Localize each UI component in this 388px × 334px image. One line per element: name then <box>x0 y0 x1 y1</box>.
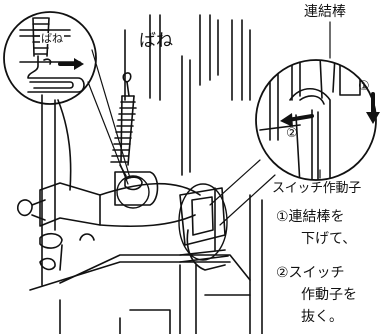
lever-arm <box>17 171 201 271</box>
switch-actuator-assembly <box>179 187 229 271</box>
rod-detail-callout <box>255 59 380 181</box>
step1-marker: ① <box>358 79 370 94</box>
switch-actuator-label: スイッチ作動子 <box>272 181 361 196</box>
instruction-step1-line2: 下げて、 <box>301 231 357 247</box>
connecting-rod-label: 連結棒 <box>304 4 346 20</box>
spring-label: ばね <box>139 31 173 51</box>
instruction-step2-line3: 抜く。 <box>301 309 343 325</box>
spring-detail-callout <box>3 11 97 105</box>
spring-main <box>110 72 137 177</box>
machine-frame <box>29 14 263 334</box>
instruction-step2-line1: ②スイッチ <box>276 265 345 281</box>
instruction-step2-line2: 作動子を <box>301 287 357 303</box>
instruction-step1-line1: ①連結棒を <box>276 209 345 225</box>
spring-callout-label: ばね <box>40 32 64 45</box>
step2-marker: ② <box>286 126 298 141</box>
